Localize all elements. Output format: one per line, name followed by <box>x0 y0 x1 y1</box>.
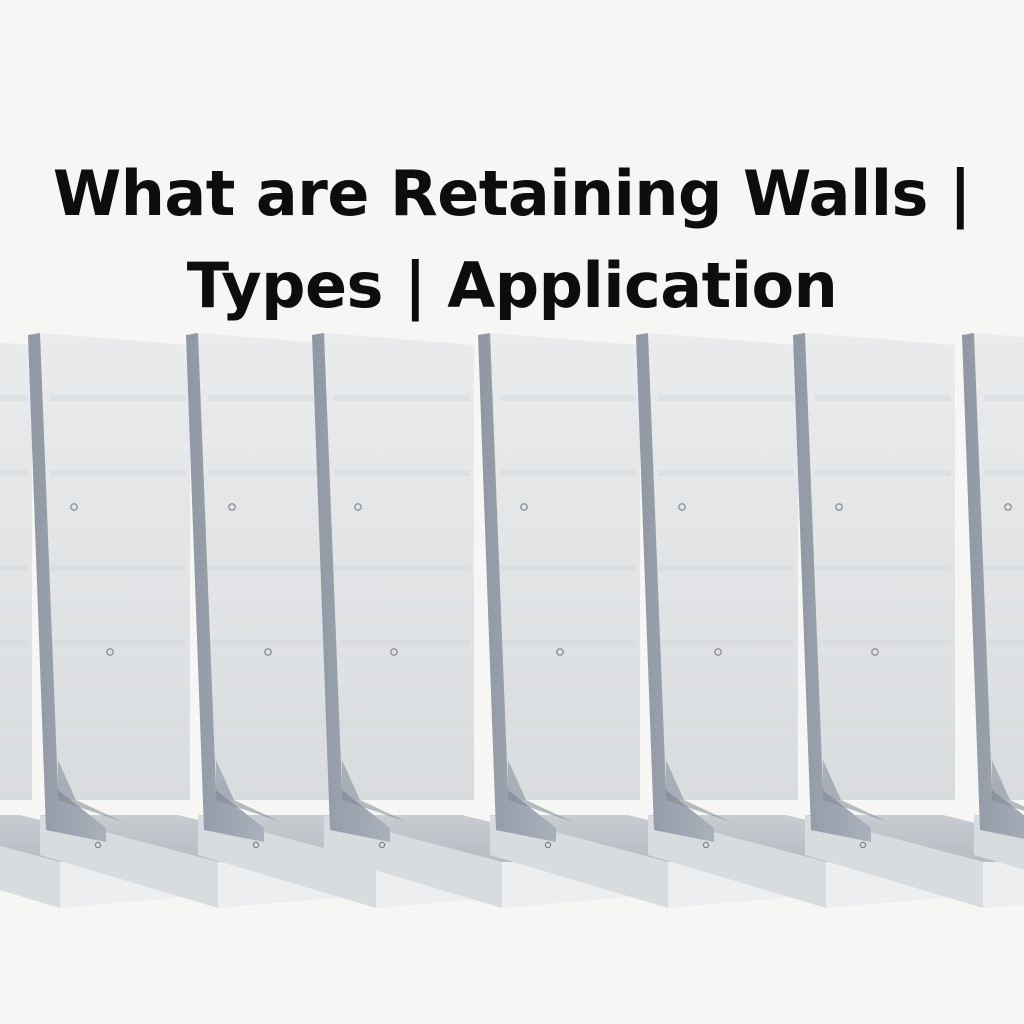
wall-texture-band <box>984 640 1024 646</box>
wall-texture-band <box>815 640 951 646</box>
wall-texture-band <box>500 640 636 646</box>
wall-texture-band <box>984 470 1024 476</box>
wall-footing-front <box>40 815 218 908</box>
wall-texture-band <box>50 720 186 726</box>
wall-fillet <box>508 760 573 822</box>
wall-footing-end <box>983 862 1024 908</box>
wall-texture-band <box>50 640 186 646</box>
wall-panel <box>962 333 1024 870</box>
wall-texture-band <box>815 565 951 571</box>
wall-fillet <box>992 760 1024 811</box>
wall-edge <box>28 333 106 842</box>
wall-texture-band <box>500 720 636 726</box>
wall-lifting-hole <box>520 503 528 511</box>
wall-texture-band <box>334 470 470 476</box>
wall-footing-front <box>490 815 668 908</box>
wall-fillet <box>58 760 123 822</box>
wall-texture-band <box>334 565 470 571</box>
footing-hole <box>544 841 552 849</box>
wall-texture-band <box>0 395 28 401</box>
wall-texture-band <box>334 395 470 401</box>
title-line-2: Types | Application <box>186 248 838 322</box>
wall-texture-band <box>815 395 951 401</box>
wall-texture-band <box>984 720 1024 726</box>
wall-lifting-hole <box>354 503 362 511</box>
wall-lifting-hole <box>714 648 722 656</box>
title-line-1: What are Retaining Walls | <box>52 156 972 230</box>
wall-lifting-hole <box>556 648 564 656</box>
wall-lifting-hole <box>228 503 236 511</box>
wall-fillet <box>216 760 281 822</box>
wall-texture-band <box>658 565 794 571</box>
footing-hole <box>378 841 386 849</box>
wall-lifting-hole <box>871 648 879 656</box>
wall-fillet <box>342 760 407 822</box>
wall-lifting-hole <box>678 503 686 511</box>
wall-texture-band <box>658 395 794 401</box>
wall-texture-band <box>0 640 28 646</box>
footing-hole <box>252 841 260 849</box>
footing-hole <box>702 841 710 849</box>
wall-lifting-hole <box>1004 503 1012 511</box>
wall-fillet <box>666 760 731 822</box>
wall-texture-band <box>208 565 344 571</box>
wall-texture-band <box>815 470 951 476</box>
wall-texture-band <box>500 470 636 476</box>
wall-edge <box>636 333 714 842</box>
wall-texture-band <box>815 720 951 726</box>
wall-edge <box>312 333 390 842</box>
wall-lifting-hole <box>70 503 78 511</box>
wall-edge <box>962 333 1024 839</box>
wall-texture-band <box>208 395 344 401</box>
wall-texture-band <box>208 470 344 476</box>
wall-texture-band <box>50 395 186 401</box>
wall-panel <box>478 333 818 908</box>
wall-footing-front <box>324 815 502 908</box>
wall-lifting-hole <box>390 648 398 656</box>
wall-panels-group <box>0 333 1024 908</box>
wall-lifting-hole <box>264 648 272 656</box>
wall-texture-band <box>0 565 28 571</box>
wall-texture-band <box>208 640 344 646</box>
wall-footing-front <box>0 846 60 908</box>
wall-edge <box>793 333 871 842</box>
wall-texture-band <box>0 720 28 726</box>
wall-texture-band <box>984 395 1024 401</box>
wall-footing-front <box>198 815 376 908</box>
wall-lifting-hole <box>835 503 843 511</box>
wall-texture-band <box>984 565 1024 571</box>
wall-fillet <box>823 760 888 822</box>
wall-texture-band <box>208 720 344 726</box>
page-title: What are Retaining Walls | Types | Appli… <box>0 148 1024 332</box>
wall-face <box>0 342 32 800</box>
wall-footing-front <box>648 815 826 908</box>
wall-texture-band <box>500 565 636 571</box>
wall-texture-band <box>50 470 186 476</box>
footing-hole <box>859 841 867 849</box>
footing-hole <box>94 841 102 849</box>
wall-panel <box>793 333 1024 908</box>
wall-texture-band <box>334 720 470 726</box>
wall-texture-band <box>50 565 186 571</box>
wall-texture-band <box>658 640 794 646</box>
wall-texture-band <box>334 640 470 646</box>
wall-lifting-hole <box>106 648 114 656</box>
wall-texture-band <box>658 470 794 476</box>
wall-footing-front <box>805 815 983 908</box>
wall-edge <box>478 333 556 842</box>
wall-texture-band <box>0 470 28 476</box>
wall-texture-band <box>658 720 794 726</box>
wall-edge <box>186 333 264 842</box>
wall-texture-band <box>500 395 636 401</box>
